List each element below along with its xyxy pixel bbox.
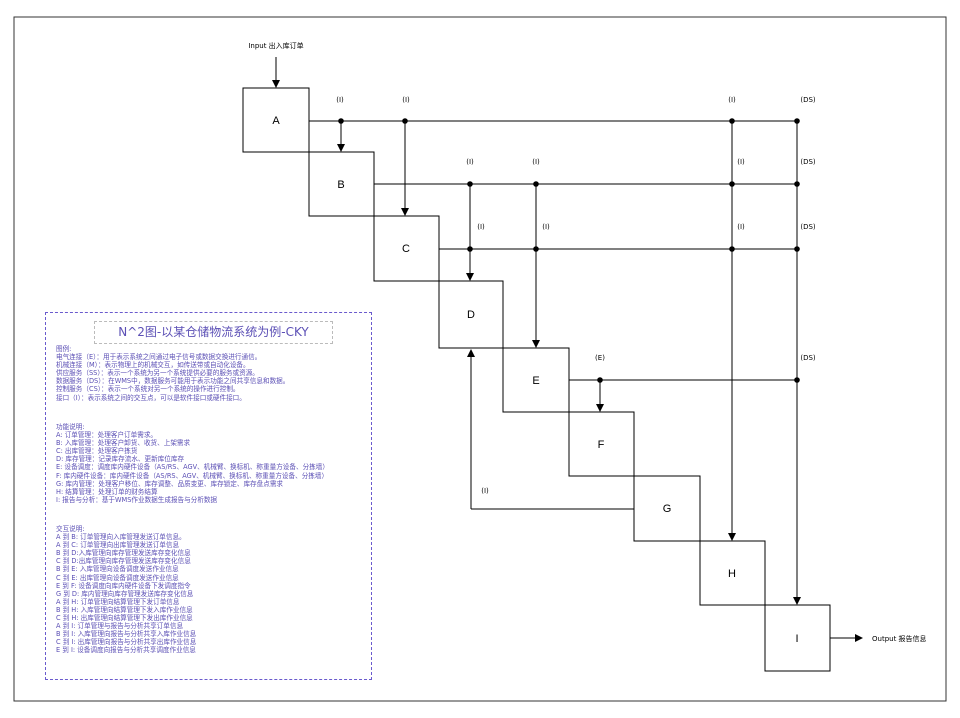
interaction-item: C 到 D:出库管理向库存管理发送库存变化信息 [56,557,191,566]
interaction-item: G 到 D: 库内管理向库存管理发送库存变化信息 [56,589,194,598]
legend-panel: N^2图-以某仓储物流系统为例-CKY 图例: 电气连接（E）：用于表示系统之间… [45,312,372,680]
block-f [568,411,635,477]
junction-dot [597,377,603,383]
block-a-label: A [272,115,280,127]
junction-dot [467,181,473,187]
interface-label-i: (I) [737,223,745,231]
legend-item: 供应服务（SS）：表示一个系统为另一个系统提供必要的服务或资源。 [56,369,259,378]
block-d [438,280,504,349]
legend-item: 控制服务（CS）：表示一个系统对另一个系统的操作进行控制。 [56,385,240,394]
interaction-item: B 到 I: 入库管理向报告与分析共享入库作业信息 [56,630,197,639]
interaction-item: A 到 H: 订单管理向结算管理下发订单信息 [56,597,180,606]
block-i [764,604,831,672]
block-e-label: E [532,375,539,387]
junction-dot [729,246,735,252]
junction-dot [794,118,800,124]
block-b-label: B [337,179,344,191]
junction-dot [533,181,539,187]
function-item: A: 订单管理：处理客户订单需求。 [56,431,158,440]
interface-label-i: (I) [477,223,485,231]
interface-label-i: (I) [466,158,474,166]
interface-label-i: (I) [728,96,736,104]
junction-dot [338,118,344,124]
function-item: C: 出库管理：处理客户拣货 [56,447,138,456]
interface-label-ds: (DS) [800,223,816,231]
interface-label-i: (I) [481,487,489,495]
interaction-item: C 到 I: 出库管理向报告与分析共享出库作业信息 [56,638,197,647]
legend-item: 机械连接（M）：表示物理上的机械交互，如传送带或自动化设备。 [56,361,250,370]
legend-heading: 图例: [56,345,72,353]
interaction-item: C 到 H: 出库管理向结算管理下发出库作业信息 [56,614,193,623]
function-item: G: 库内管理：处理客户移位、库存调整、品质变更、库存锁定、库存盘点需求 [56,479,284,488]
function-item: E: 设备调度：调度库内硬件设备（AS/RS、AGV、机械臂、换标机、称重量方设… [56,463,329,472]
block-g-label: G [663,503,672,515]
block-a [242,87,310,153]
junction-dot [402,118,408,124]
interface-label-e: (E) [595,354,605,362]
junction-dot [794,377,800,383]
outer-frame [13,16,947,702]
interface-label-i: (I) [542,223,550,231]
interface-label-i: (I) [737,158,745,166]
block-h [699,540,766,606]
block-i-label: I [795,633,798,645]
input-label: Input 出入库订单 [248,41,303,50]
block-h-label: H [728,568,736,580]
block-b [308,151,375,217]
junction-dot [794,246,800,252]
function-heading: 功能说明: [56,423,85,431]
function-item: I: 报告与分析：基于WMS作业数据生成报告与分析数据 [56,495,218,504]
interaction-section: 交互说明: A 到 B: 订单管理向入库管理发送订单信息。 A 到 C: 订单管… [56,525,196,655]
interface-label-i: (I) [402,96,410,104]
interface-label-i: (I) [336,96,344,104]
legend-title: N^2图-以某仓储物流系统为例-CKY [94,321,333,344]
interface-label-ds: (DS) [800,158,816,166]
junction-dot [729,181,735,187]
interaction-item: B 到 H: 入库管理向结算管理下发入库作业信息 [56,605,193,614]
legend-item: 数据服务（DS）：在WMS中，数据服务可能用于表示功能之间共享信息和数据。 [56,377,290,386]
block-f-label: F [598,439,605,451]
interaction-item: C 到 E: 出库管理向设备调度发送作业信息 [56,573,179,582]
output-label: Output 报告信息 [872,634,927,643]
legend-item: 接口（I）：表示系统之间的交互点，可以是软件接口或硬件接口。 [56,393,246,402]
function-section: 功能说明: A: 订单管理：处理客户订单需求。 B: 入库管理：处理客户卸货、收… [56,423,329,504]
interaction-item: B 到 E: 入库管理向设备调度发送作业信息 [56,565,179,574]
block-d-label: D [467,309,475,321]
legend-item: 电气连接（E）：用于表示系统之间通过电子信号或数据交换进行通信。 [56,353,262,362]
interaction-heading: 交互说明: [56,525,85,533]
legend-section: 图例: 电气连接（E）：用于表示系统之间通过电子信号或数据交换进行通信。 机械连… [56,345,289,402]
block-c-label: C [402,243,410,255]
interaction-item: E 到 F: 设备调度向库内硬件设备下发调度指令 [56,581,191,590]
interaction-item: A 到 C: 订单管理向出库管理发送订单信息 [56,541,180,550]
interaction-item: A 到 B: 订单管理向入库管理发送订单信息。 [56,533,186,542]
junction-dot [794,181,800,187]
interface-label-ds: (DS) [800,354,816,362]
interface-label-ds: (DS) [800,96,816,104]
junction-dot [467,246,473,252]
interaction-item: E 到 I: 设备调度向报告与分析共享调度作业信息 [56,646,196,655]
function-item: B: 入库管理：处理客户卸货、收货、上架需求 [56,439,191,448]
interaction-item: A 到 I: 订单管理与报告与分析共享订单信息 [56,622,184,631]
function-item: H: 结算管理：处理订单的财务结算 [56,487,158,496]
function-item: F: 库内硬件设备：库内硬件设备（AS/RS、AGV、机械臂、换标机、称重量方设… [56,471,329,480]
junction-dot [533,246,539,252]
interaction-item: B 到 D:入库管理向库存管理发送库存变化信息 [56,549,191,558]
interface-label-i: (I) [532,158,540,166]
function-item: D: 库存管理：记录库存流水、更新库位库存 [56,455,185,464]
block-e [502,347,570,413]
junction-dot [729,118,735,124]
